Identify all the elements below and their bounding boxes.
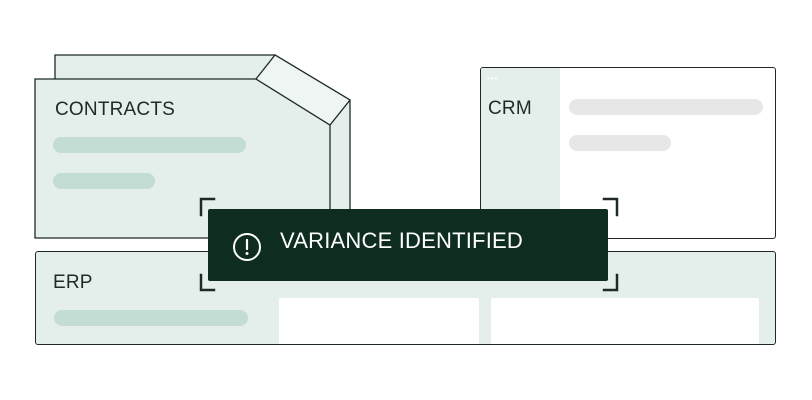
contracts-title: CONTRACTS: [55, 99, 176, 120]
contracts-bar-1: [53, 137, 246, 153]
erp-bar: [54, 310, 248, 326]
exclamation-circle-icon: [233, 233, 261, 261]
bracket-top-left: [199, 197, 216, 217]
contracts-fold: [255, 54, 351, 126]
alert-text: VARIANCE IDENTIFIED: [280, 228, 523, 253]
contracts-front-sheet: [34, 78, 331, 239]
crm-bar-1: [569, 99, 763, 115]
contracts-bar-2: [53, 173, 155, 189]
bracket-bottom-left: [199, 273, 216, 292]
erp-card-1: [279, 298, 479, 344]
window-dots: •••: [487, 74, 499, 83]
bracket-top-right: [602, 197, 619, 217]
erp-card-2: [491, 298, 759, 344]
crm-bar-2: [569, 135, 671, 151]
erp-title: ERP: [53, 272, 93, 293]
crm-title: CRM: [488, 98, 532, 119]
variance-alert-banner: [208, 209, 608, 281]
bracket-bottom-right: [602, 273, 619, 292]
